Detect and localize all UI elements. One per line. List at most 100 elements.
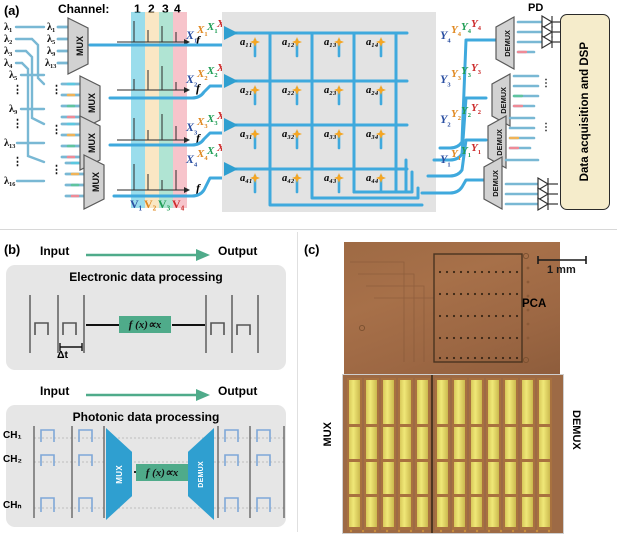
input-dots-3: ⋮ (12, 156, 23, 168)
x2-green: X2 (207, 65, 218, 80)
matrix-element-13: a₁₃ (324, 37, 337, 48)
x1-green: X1 (207, 21, 218, 36)
matrix-element-12: a₁₂ (282, 37, 295, 48)
input-wavelength-16: λ₁₆ (4, 176, 16, 187)
y3-blue: Y3 (440, 72, 451, 89)
y2-green: Y2 (461, 105, 471, 120)
input-dots-1: ⋮ (12, 84, 23, 96)
v-label-4: V₄ (172, 197, 185, 211)
matrix-element-31: a₃₁ (240, 129, 253, 140)
mux3-dots: ⋮ (51, 124, 62, 136)
y1-red: Y1 (471, 142, 481, 157)
matrix-element-23: a₂₃ (324, 85, 337, 96)
input-wavelength-5: λ₅ (9, 70, 18, 81)
y4-green: Y4 (461, 21, 471, 36)
matrix-element-34: a₃₄ (366, 129, 379, 140)
pca-label: PCA (522, 298, 547, 310)
scale-bar-icon (537, 256, 587, 264)
matrix-element-43: a₄₃ (324, 173, 337, 184)
data-acquisition-dsp-box: Data acquisition and DSP (560, 14, 610, 210)
mux-text-1: MUX (75, 36, 85, 56)
mux-block-1 (67, 17, 89, 75)
column-divider (297, 232, 298, 532)
channel-header-label: Channel: (58, 2, 110, 16)
mux4-dots: ⋮ (51, 164, 62, 176)
channel-label-2: CH₂ (3, 454, 22, 465)
x1-blue: X1 (186, 28, 198, 45)
matrix-element-33: a₃₃ (324, 129, 337, 140)
chip-waveguide-array (342, 374, 564, 534)
panel-a: (a) Channel: 1 2 3 4 V₁ V₂ V₃ V₄ λ₁ λ₂ λ… (0, 0, 617, 228)
y2-red: Y2 (471, 102, 481, 117)
matrix-element-32: a₃₂ (282, 129, 295, 140)
demux-block-3 (487, 114, 507, 170)
x3-blue: X3 (186, 120, 198, 137)
matrix-element-22: a₂₂ (282, 85, 295, 96)
channel-number-4: 4 (174, 2, 181, 16)
y2-orange: Y2 (451, 108, 461, 123)
matrix-element-14: a₁₄ (366, 37, 379, 48)
chip-demux-label: DEMUX (570, 410, 582, 450)
y3-red: Y3 (471, 62, 481, 77)
pd-dots-1: ⋮ (541, 78, 551, 89)
y-vector-4: Y4 Y4 Y4 Y4 (440, 18, 488, 45)
x3-orange: X3 (197, 116, 208, 131)
scale-bar-label: 1 mm (547, 264, 576, 276)
y4-red: Y4 (471, 18, 481, 33)
photonic-demux-label: DEMUX (197, 460, 205, 488)
matrix-element-21: a₂₁ (240, 85, 253, 96)
channel-band-1 (131, 12, 145, 208)
demux-text-4: DEMUX (490, 169, 500, 197)
mux1-input-2: λ₅ (47, 34, 56, 45)
input-wavelength-9: λ₉ (9, 104, 18, 115)
demux-block-1 (495, 15, 515, 71)
mux1-input-3: λ₉ (47, 46, 56, 57)
photonic-input-label: Input (40, 384, 70, 398)
pd-label: PD (528, 2, 544, 14)
y-vector-2: Y2 Y2 Y2 Y2 (440, 102, 488, 128)
y4-blue: Y4 (440, 28, 451, 45)
matrix-element-42: a₄₂ (282, 173, 295, 184)
demux-block-2 (491, 72, 511, 128)
v-label-3: V₃ (158, 197, 171, 211)
y1-green: Y1 (461, 145, 471, 160)
matrix-element-44: a₄₄ (366, 173, 379, 184)
row-divider (0, 229, 617, 230)
y4-orange: Y4 (451, 24, 461, 39)
mux1-input-4: λ₁₃ (45, 58, 57, 69)
matrix-to-demux-waveguides (420, 38, 500, 195)
input-wavelength-13: λ₁₃ (4, 138, 16, 149)
channel-number-3: 3 (162, 2, 169, 16)
waveguide-array-graphics (343, 375, 563, 533)
x3-green: X3 (207, 113, 218, 128)
x2-blue: X2 (186, 72, 198, 89)
chip-mux-label: MUX (322, 422, 334, 447)
panel-a-letter: (a) (4, 3, 20, 18)
panel-b-letter: (b) (4, 242, 20, 257)
photonic-mux-label: MUX (114, 464, 124, 484)
channel-number-1: 1 (134, 2, 141, 16)
mux1-input-1: λ₁ (47, 22, 56, 33)
y-vector-3: Y3 Y3 Y3 Y3 (440, 62, 488, 89)
channel-number-2: 2 (148, 2, 155, 16)
mux2-dots: ⋮ (51, 84, 62, 96)
electronic-flow-arrow-icon (86, 249, 210, 261)
freq-label-2: f (196, 81, 200, 95)
matrix-mesh (224, 26, 424, 207)
dsp-label: Data acquisition and DSP (579, 42, 591, 182)
mux-block-2 (79, 75, 101, 131)
channel-label-1: CH₁ (3, 430, 22, 441)
v-label-2: V₂ (144, 197, 157, 211)
pca-detail-graphics (350, 252, 530, 364)
electronic-transfer-function-box: f (x)∝x (119, 316, 171, 333)
y1-blue: Y1 (440, 152, 451, 169)
v-label-1: V₁ (130, 197, 143, 211)
panel-c-letter: (c) (304, 242, 320, 257)
x4-blue: X4 (186, 152, 198, 169)
input-wavelength-4: λ₄ (4, 58, 13, 69)
chip-substrate-top (344, 242, 560, 374)
input-wavelength-3: λ₃ (4, 46, 13, 57)
input-dots-2: ⋮ (12, 118, 23, 130)
electronic-input-label: Input (40, 244, 70, 258)
